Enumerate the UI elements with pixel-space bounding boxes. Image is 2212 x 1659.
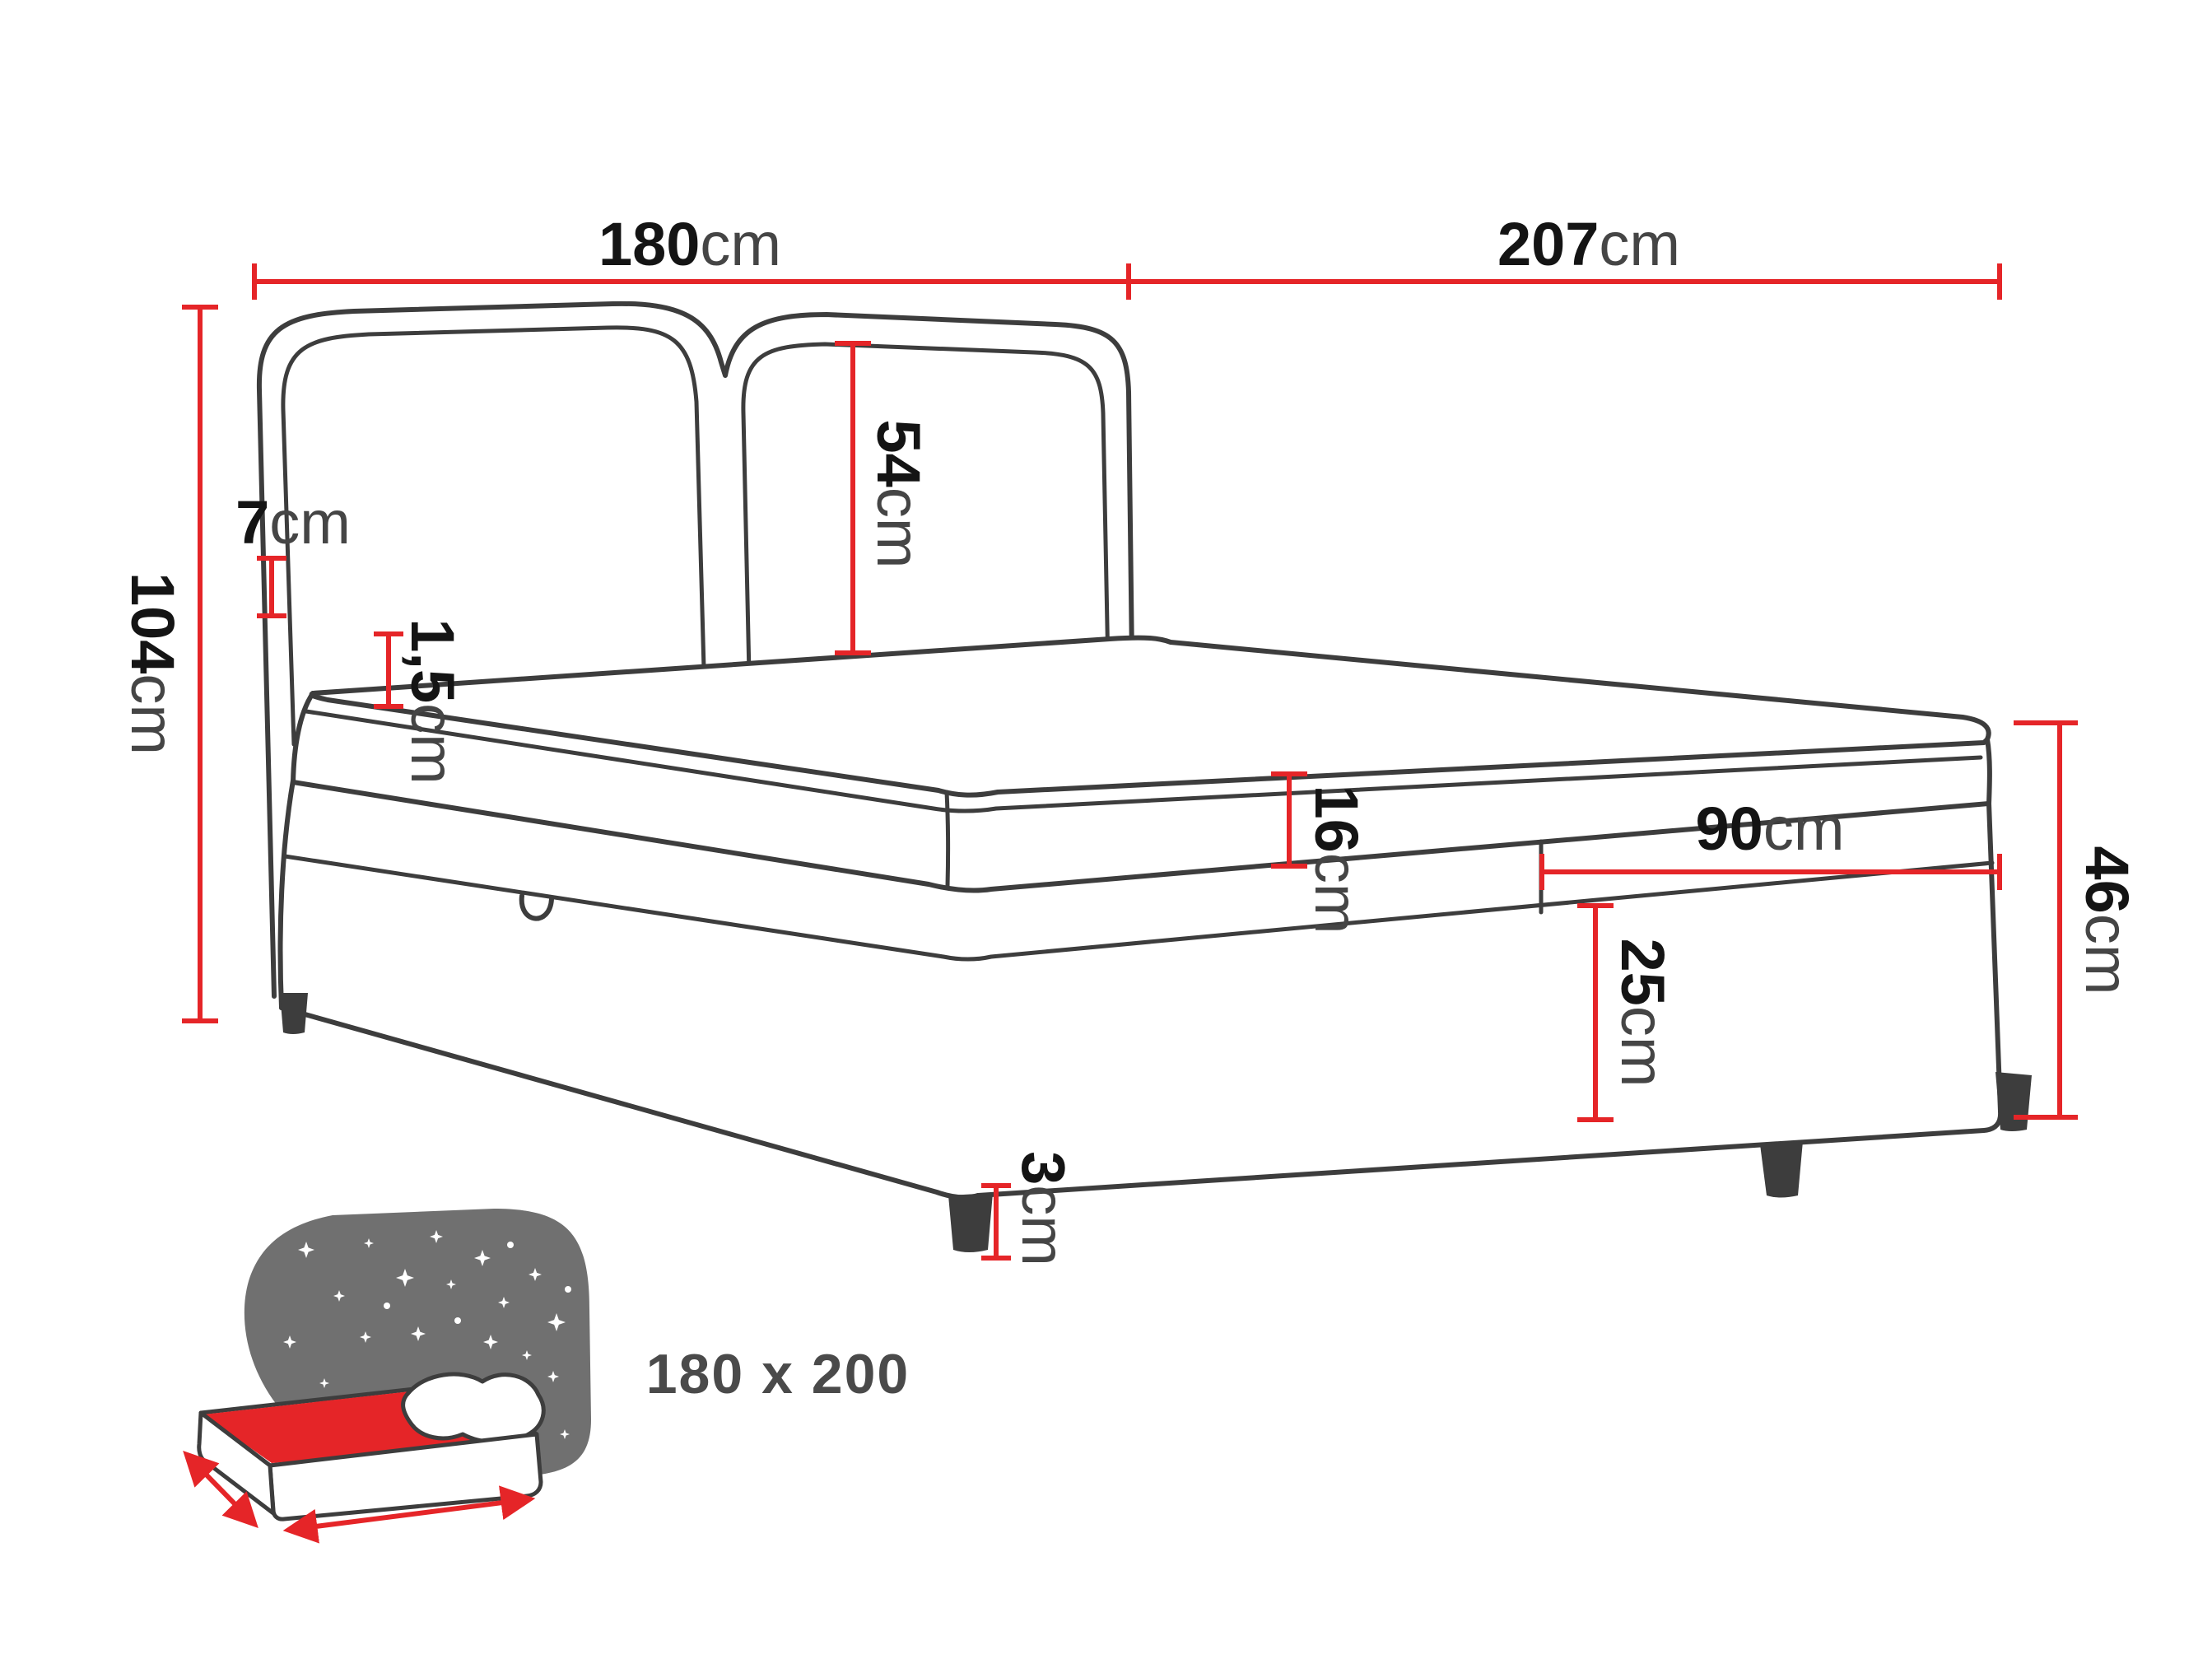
dimension-ticks xyxy=(1539,854,2002,890)
far-right-leg xyxy=(1995,1072,2032,1131)
dimension-label: 207cm xyxy=(1497,210,1680,278)
dimension-label: 104cm xyxy=(119,572,187,755)
base-body xyxy=(280,781,2001,1198)
headboard-cushion-left xyxy=(281,325,708,747)
base-right-edge xyxy=(1986,801,2003,1114)
dimension-label: 90cm xyxy=(1696,795,1845,863)
dimension-label: 180cm xyxy=(598,210,781,278)
dimension-ticks xyxy=(374,631,403,709)
dimension-ticks xyxy=(835,341,871,655)
dimension-bed-length: 207cm xyxy=(1129,210,2002,300)
base-seam xyxy=(282,854,1995,962)
dimension-storage-opening-width: 90cm xyxy=(1539,795,2002,890)
mattress-right-edge xyxy=(1985,737,1992,806)
length-arrow-icon xyxy=(282,1485,536,1544)
width-arrow-icon xyxy=(183,1450,258,1529)
dimension-ticks xyxy=(182,305,218,1023)
dimension-ticks xyxy=(981,1183,1011,1261)
dimension-ticks xyxy=(1271,771,1307,869)
middle-leg xyxy=(1760,1141,1803,1198)
mattress-top-edge-line xyxy=(304,709,1983,813)
bed-drawing xyxy=(256,301,2032,1252)
mattress-front-corner-edge xyxy=(944,790,951,888)
headboard-cushion-right xyxy=(741,342,1111,714)
dimension-label: 54cm xyxy=(864,420,933,569)
dimension-label: 16cm xyxy=(1302,785,1371,934)
dimension-ticks xyxy=(2014,720,2078,1120)
base-left-edge xyxy=(277,778,296,1010)
mattress-body xyxy=(293,637,1991,891)
dimension-headboard-frame-width: 7cm xyxy=(235,488,351,618)
sleeping-area-icon xyxy=(183,1209,591,1544)
mattress-bottom-edge xyxy=(291,780,1991,893)
icon-pillows xyxy=(401,1372,546,1445)
mattress-left-edge xyxy=(291,691,315,785)
headboard-outline xyxy=(256,301,1134,999)
dimension-label: 7cm xyxy=(235,488,351,557)
dimension-base-height: 46cm xyxy=(2014,720,2141,1120)
dimension-mattress-height: 16cm xyxy=(1271,771,1371,934)
dimension-headboard-height: 104cm xyxy=(119,305,218,1023)
dimension-ticks xyxy=(257,556,286,618)
dimension-ticks xyxy=(1577,903,1614,1122)
dimension-lower-box-height: 25cm xyxy=(1577,903,1677,1122)
dimension-headboard-width: 180cm xyxy=(252,210,1131,300)
stars xyxy=(283,1230,571,1439)
dimension-label: 25cm xyxy=(1609,939,1677,1088)
sleeping-area-label: 180 x 200 xyxy=(646,1343,910,1405)
drawer-handle xyxy=(519,893,554,921)
dimension-annotations: 180cm 207cm 104cm 7cm 54cm 1,5cm xyxy=(119,210,2141,1266)
dimension-leg-height: 3cm xyxy=(981,1151,1078,1266)
dimension-label: 1,5cm xyxy=(398,618,467,785)
dimension-label: 3cm xyxy=(1009,1151,1078,1266)
dimension-headboard-cushion-height: 54cm xyxy=(835,341,933,655)
headboard-leg xyxy=(280,993,308,1034)
dimension-mattress-top-edge: 1,5cm xyxy=(374,618,467,785)
front-leg xyxy=(948,1193,993,1252)
dimension-label: 46cm xyxy=(2073,846,2141,995)
